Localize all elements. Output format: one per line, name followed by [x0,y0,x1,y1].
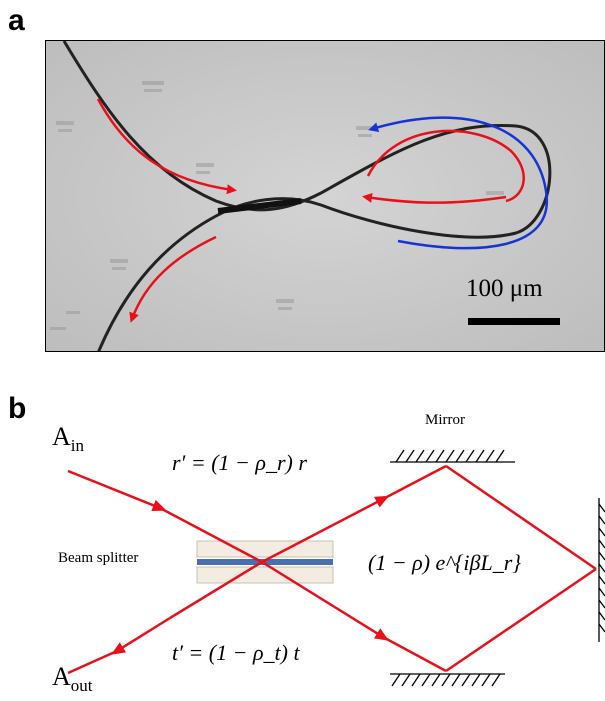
panel-b-label: b [8,392,27,425]
optical-schematic [67,449,605,687]
output-label: Aout [52,662,93,696]
input-prefix: A [52,422,71,451]
blue-arrow [368,116,549,250]
scale-bar-text: 100 μm [466,275,543,302]
beams [67,464,597,675]
red-arrows [96,98,525,323]
beam-splitter-bottom [196,566,334,584]
mirror-right [598,498,605,642]
input-subscript: in [70,436,85,455]
reflection-equation: r′ = (1 − ρ_r) r [172,450,307,475]
microscope-image: 100 μm [45,40,605,352]
fiber [62,41,552,351]
mirror-label: Mirror [425,412,465,428]
transmission-equation: t′ = (1 − ρ_t) t [172,640,300,665]
image-defects [50,81,504,330]
scale-bar [468,318,560,325]
mirror-top [390,449,515,463]
panel-a-label: a [8,4,25,37]
beam-splitter-plate [197,559,333,565]
output-subscript: out [70,676,93,695]
loop-equation: (1 − ρ) e^{iβL_r} [368,550,522,575]
microscope-drawing [46,41,604,351]
beam-splitter-label: Beam splitter [58,550,139,566]
output-prefix: A [52,662,71,691]
beam-splitter-top [196,540,334,558]
beam-diagram: Ain Aout Mirror Beam splitter r′ = (1 − … [0,380,605,696]
input-label: Ain [52,422,84,456]
mirror-bottom [390,673,505,687]
